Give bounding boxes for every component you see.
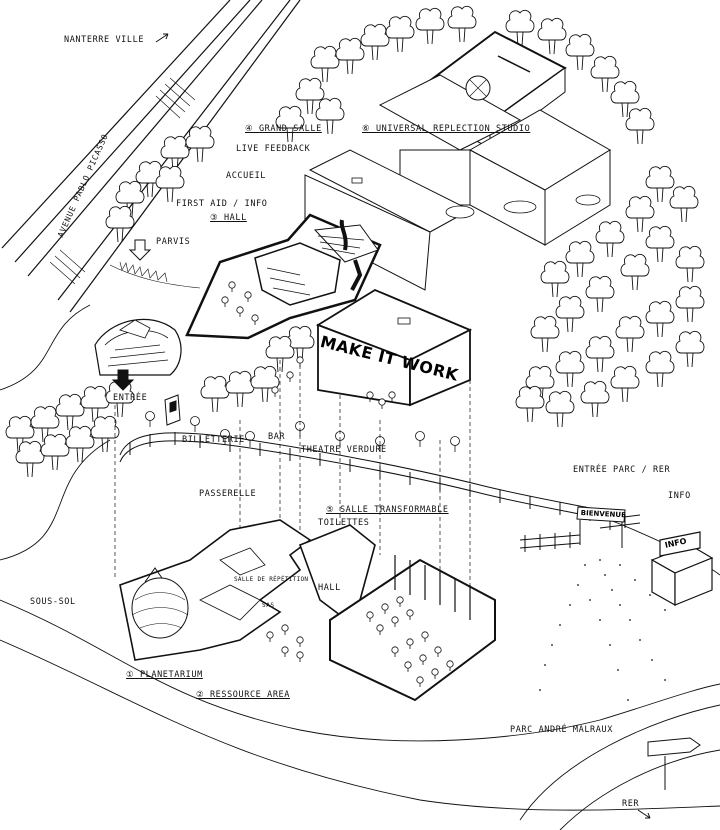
entrance-pavilion <box>94 318 182 376</box>
info-booth <box>650 531 714 607</box>
sous-sol-label: SOUS-SOL <box>30 597 76 607</box>
salle-transformable-label: ⑤ SALLE TRANSFORMABLE <box>326 505 449 515</box>
planetarium-label: ① PLANETARIUM <box>126 670 203 680</box>
hall-sous-sol-label: HALL <box>318 583 341 593</box>
sas-label: SAS <box>262 602 275 609</box>
theatre-verdure-label: THEATRE VERDURE <box>301 445 387 455</box>
studio-building <box>304 30 611 291</box>
rer-label: RER <box>622 799 640 809</box>
footpath-dots <box>539 559 666 701</box>
grand-salle-label: ④ GRAND SALLE <box>245 124 322 134</box>
make-it-work-building <box>315 259 473 407</box>
rer-arrow-icon <box>637 809 651 819</box>
salle-pillars <box>394 555 471 620</box>
toilettes-label: TOILETTES <box>318 518 370 528</box>
entree-label: ENTRÉE <box>113 393 148 403</box>
parc-andre-malraux-label: PARC ANDRÉ MALRAUX <box>510 725 613 735</box>
planetarium-dome <box>131 567 189 639</box>
universal-replection-studio-label: ⑥ UNIVERSAL REPLECTION STUDIO <box>362 124 531 134</box>
hall-label: ③ HALL <box>210 213 247 223</box>
roof-skylights <box>351 177 601 219</box>
tramway-tracks <box>49 77 196 285</box>
accueil-label: ACCUEIL <box>226 171 267 181</box>
direction-arrow-icon <box>111 239 152 391</box>
projection-lines <box>114 360 471 605</box>
hall-grand-salle <box>185 213 382 340</box>
live-feedback-label: LIVE FEEDBACK <box>236 144 311 154</box>
bar-label: BAR <box>268 432 286 442</box>
passerelle-label: PASSERELLE <box>199 489 257 499</box>
first-aid-info-label: FIRST AID / INFO <box>176 199 268 209</box>
entree-parc-rer-label: ENTRÉE PARC / RER <box>573 465 671 475</box>
billetterie-label: BILLETTERIE <box>182 435 245 445</box>
billetterie-booth <box>164 394 181 426</box>
ressource-area-label: ② RESSOURCE AREA <box>196 690 290 700</box>
signpost-icon <box>647 737 701 790</box>
nanterre-ville-label: NANTERRE VILLE <box>64 35 145 45</box>
sous-sol-plan <box>119 519 496 702</box>
salle-repetition-label: SALLE DE RÉPÉTITION <box>234 576 309 583</box>
info-label: INFO <box>668 491 691 501</box>
park-ground-lines <box>0 304 720 830</box>
bienvenue-sign <box>576 506 626 548</box>
parvis-label: PARVIS <box>156 237 191 247</box>
ressource-area-furniture <box>266 624 304 663</box>
bunting-lines <box>109 261 201 289</box>
north-arrow-icon <box>155 33 169 43</box>
